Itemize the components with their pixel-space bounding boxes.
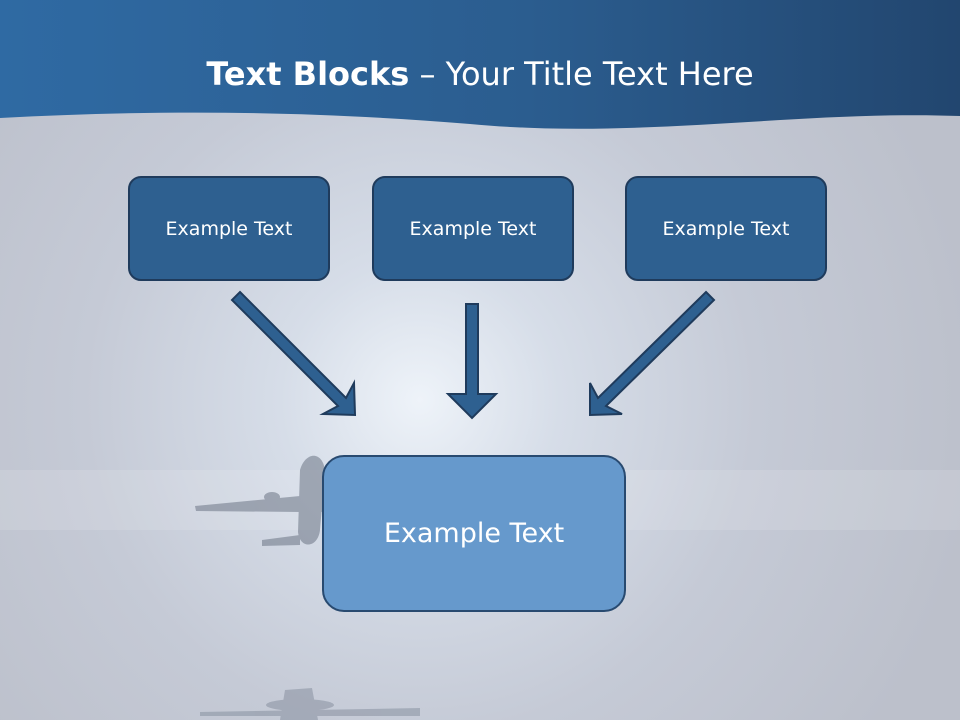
title-dash: –	[409, 55, 446, 93]
center-text-block-label: Example Text	[383, 518, 565, 549]
airplane-reflection-icon	[200, 688, 420, 720]
title-rest-text: Your Title Text Here	[445, 55, 754, 93]
text-block-left-label: Example Text	[165, 217, 293, 240]
text-block-middle[interactable]: Example Text	[372, 176, 574, 281]
center-text-block[interactable]: Example Text	[322, 455, 626, 612]
slide-title: Text Blocks – Your Title Text Here	[0, 52, 960, 96]
text-block-right[interactable]: Example Text	[625, 176, 827, 281]
title-bold-text: Text Blocks	[206, 55, 410, 93]
text-block-right-label: Example Text	[662, 217, 790, 240]
text-block-middle-label: Example Text	[409, 217, 537, 240]
header-band	[0, 0, 960, 129]
text-block-left[interactable]: Example Text	[128, 176, 330, 281]
